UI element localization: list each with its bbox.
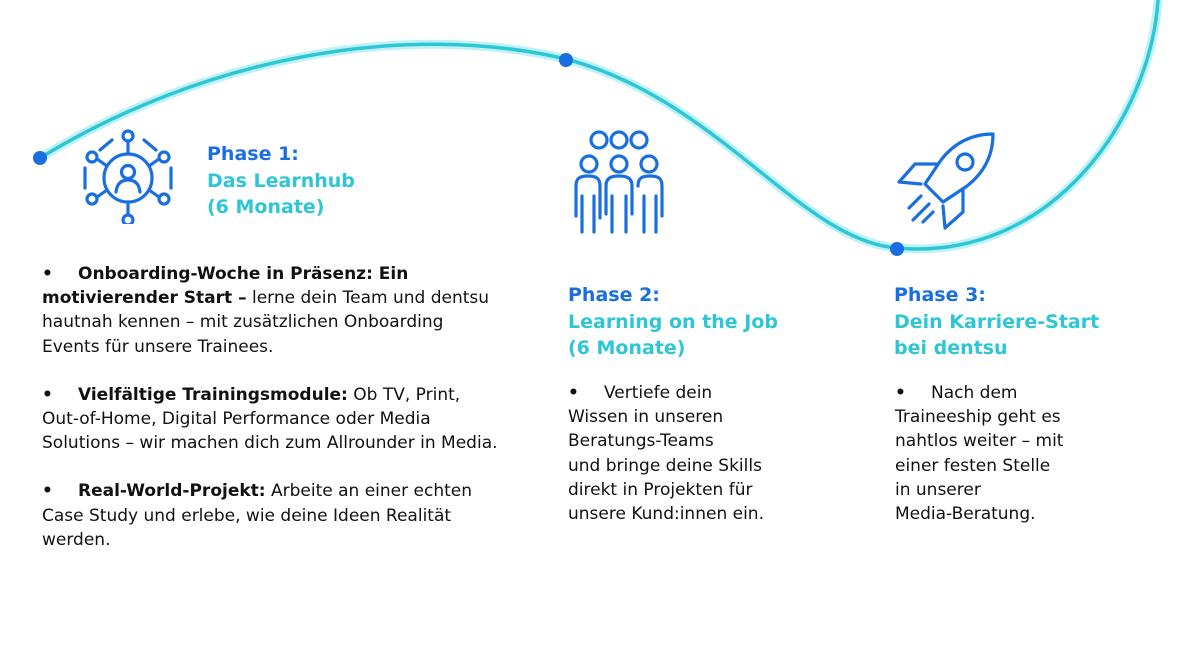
phase-3-title: Phase 3: Dein Karriere-Start bei dentsu <box>894 282 1099 362</box>
phase-3-bullet-marker: • <box>895 383 906 403</box>
phase-1-bullet-1: •Onboarding-Woche in Präsenz: Ein motivi… <box>42 264 490 357</box>
team-icon <box>574 130 664 234</box>
phase-3-subtitle-line-2: bei dentsu <box>894 337 1008 359</box>
phase-2-line-3: Beratungs-Teams <box>568 431 714 452</box>
phase-3-line-2: Traineeship geht es <box>895 407 1061 428</box>
phase-2-line-6: unsere Kund:innen ein. <box>568 504 764 525</box>
phase-1-bullet-1-text: lerne dein Team und dentsu hautnah kenne… <box>42 288 490 357</box>
phase-2-line-4: und bringe deine Skills <box>568 455 762 476</box>
timeline-dot-phase-3 <box>890 242 904 256</box>
phase-3-line-3: nahtlos weiter – mit <box>895 431 1064 452</box>
phase-2-body: •Vertiefe dein Wissen in unseren Beratun… <box>568 381 848 526</box>
rocket-icon <box>897 132 995 230</box>
phase-1-bullet-3-text: Arbeite an einer echten Case Study und e… <box>42 481 473 550</box>
phase-1-subtitle-line-2: (6 Monate) <box>207 196 325 218</box>
phase-3-line-5: in unserer <box>895 479 981 500</box>
phase-1-subtitle-line-1: Das Learnhub <box>207 169 355 192</box>
phase-1-title: Phase 1: Das Learnhub (6 Monate) <box>207 141 355 221</box>
phase-2-title: Phase 2: Learning on the Job (6 Monate) <box>568 282 778 362</box>
phase-1-bullet-2: •Vielfältige Trainingsmodule: Ob TV, Pri… <box>42 384 498 454</box>
phase-2-line-5: direkt in Projekten für <box>568 479 753 500</box>
phase-2-label: Phase 2: <box>568 284 660 306</box>
phase-2-line-2: Wissen in unseren <box>568 407 724 428</box>
phase-2-line-1: •Vertiefe dein <box>568 381 848 405</box>
timeline-dot-phase-1 <box>33 151 47 165</box>
phase-3-line-1: •Nach dem <box>895 381 1155 405</box>
network-user-icon <box>83 129 173 224</box>
phase-1-bullets: •Onboarding-Woche in Präsenz: Ein motivi… <box>42 262 502 576</box>
phase-1-bullet-1-bold: Onboarding-Woche in Präsenz: Ein motivie… <box>42 264 409 309</box>
phase-2-subtitle-line-2: (6 Monate) <box>568 337 686 359</box>
timeline-dot-phase-2 <box>559 53 573 67</box>
phase-2-subtitle-line-1: Learning on the Job <box>568 310 778 333</box>
phase-3-line-4: einer festen Stelle <box>895 455 1051 476</box>
phase-2-bullet-marker: • <box>568 383 579 403</box>
phase-1-bullet-2-bold: Vielfältige Trainingsmodule: <box>78 384 348 405</box>
phase-3-label: Phase 3: <box>894 284 986 306</box>
phase-1-bullet-3: •Real-World-Projekt: Arbeite an einer ec… <box>42 481 473 550</box>
phase-3-line-6: Media-Beratung. <box>895 504 1036 525</box>
phase-3-subtitle-line-1: Dein Karriere-Start <box>894 310 1100 333</box>
phase-3-body: •Nach dem Traineeship geht es nahtlos we… <box>895 381 1155 526</box>
phase-1-bullet-3-bold: Real-World-Projekt: <box>78 481 266 502</box>
phase-1-label: Phase 1: <box>207 143 299 165</box>
phase-1-bullet-2-text: Ob TV, Print, Out-of-Home, Digital Perfo… <box>42 384 498 454</box>
